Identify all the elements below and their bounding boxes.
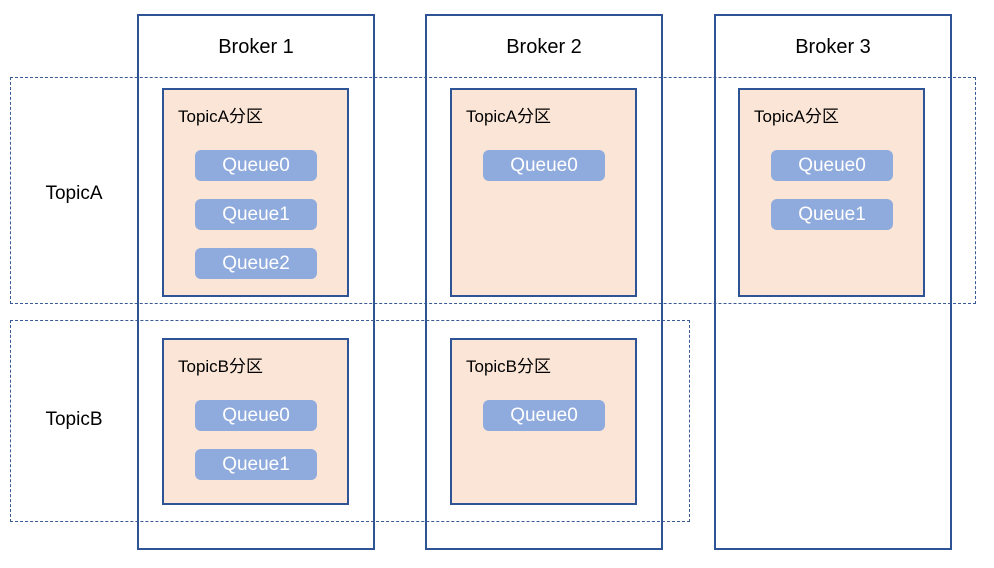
queue-pill: Queue0 [483,400,605,431]
broker-3-box: Broker 3 [714,14,952,550]
partition-topic-a-broker-1-label: TopicA分区 [178,107,264,126]
queue-pill: Queue1 [771,199,893,230]
topic-b-label: TopicB [45,409,103,430]
queue-pill: Queue0 [195,400,317,431]
queue-pill: Queue0 [771,150,893,181]
broker-1-title: Broker 1 [218,36,294,58]
queue-pill: Queue2 [195,248,317,279]
partition-topic-a-broker-1: TopicA分区 Queue0 Queue1 Queue2 [162,88,349,297]
queue-pill: Queue1 [195,449,317,480]
partition-topic-a-broker-3: TopicA分区 Queue0 Queue1 [738,88,925,297]
broker-2-title: Broker 2 [506,36,582,58]
partition-topic-b-broker-1-label: TopicB分区 [178,357,264,376]
partition-topic-b-broker-2-label: TopicB分区 [466,357,552,376]
topic-a-region [10,77,976,304]
partition-topic-b-broker-2: TopicB分区 Queue0 [450,338,637,505]
topic-b-region [10,320,690,522]
broker-3-title: Broker 3 [795,36,871,58]
partition-topic-a-broker-2: TopicA分区 Queue0 [450,88,637,297]
broker-1-box: Broker 1 [137,14,375,550]
queue-pill: Queue0 [483,150,605,181]
partition-topic-a-broker-3-label: TopicA分区 [754,107,840,126]
queue-pill: Queue0 [195,150,317,181]
queue-pill: Queue1 [195,199,317,230]
partition-topic-a-broker-2-label: TopicA分区 [466,107,552,126]
partition-topic-b-broker-1: TopicB分区 Queue0 Queue1 [162,338,349,505]
topic-a-label: TopicA [45,183,103,204]
broker-2-box: Broker 2 [425,14,663,550]
